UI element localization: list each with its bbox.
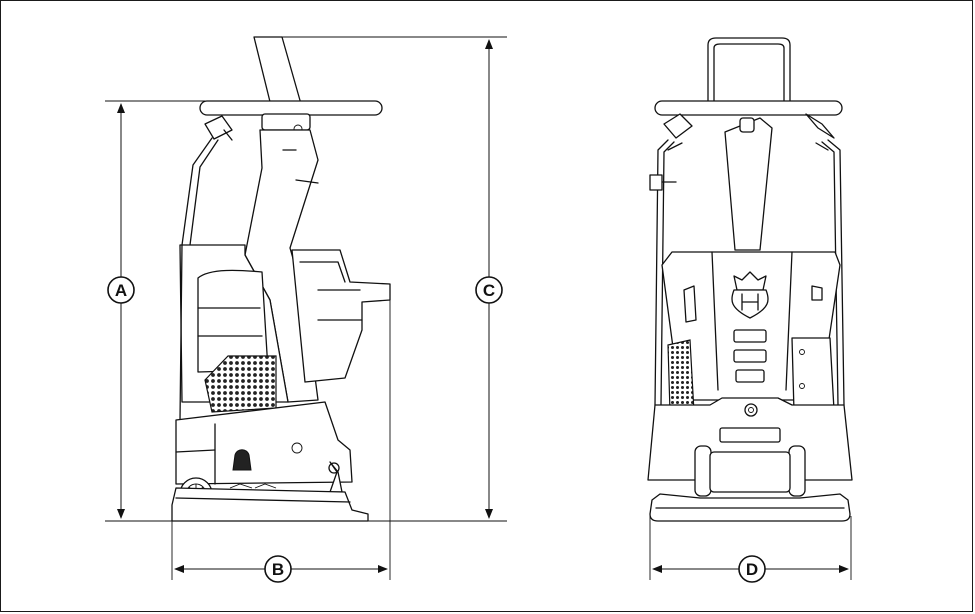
side-view-machine bbox=[171, 36, 391, 522]
dimension-a bbox=[105, 100, 205, 522]
label-a-text: A bbox=[115, 281, 127, 300]
brand-logo-icon bbox=[731, 271, 769, 319]
label-d: D bbox=[738, 555, 766, 583]
label-c: C bbox=[475, 276, 503, 304]
label-b-text: B bbox=[272, 560, 284, 579]
label-d-text: D bbox=[746, 560, 758, 579]
label-c-text: C bbox=[483, 281, 495, 300]
label-b: B bbox=[264, 555, 292, 583]
front-view-machine bbox=[647, 37, 853, 522]
label-a: A bbox=[107, 276, 135, 304]
